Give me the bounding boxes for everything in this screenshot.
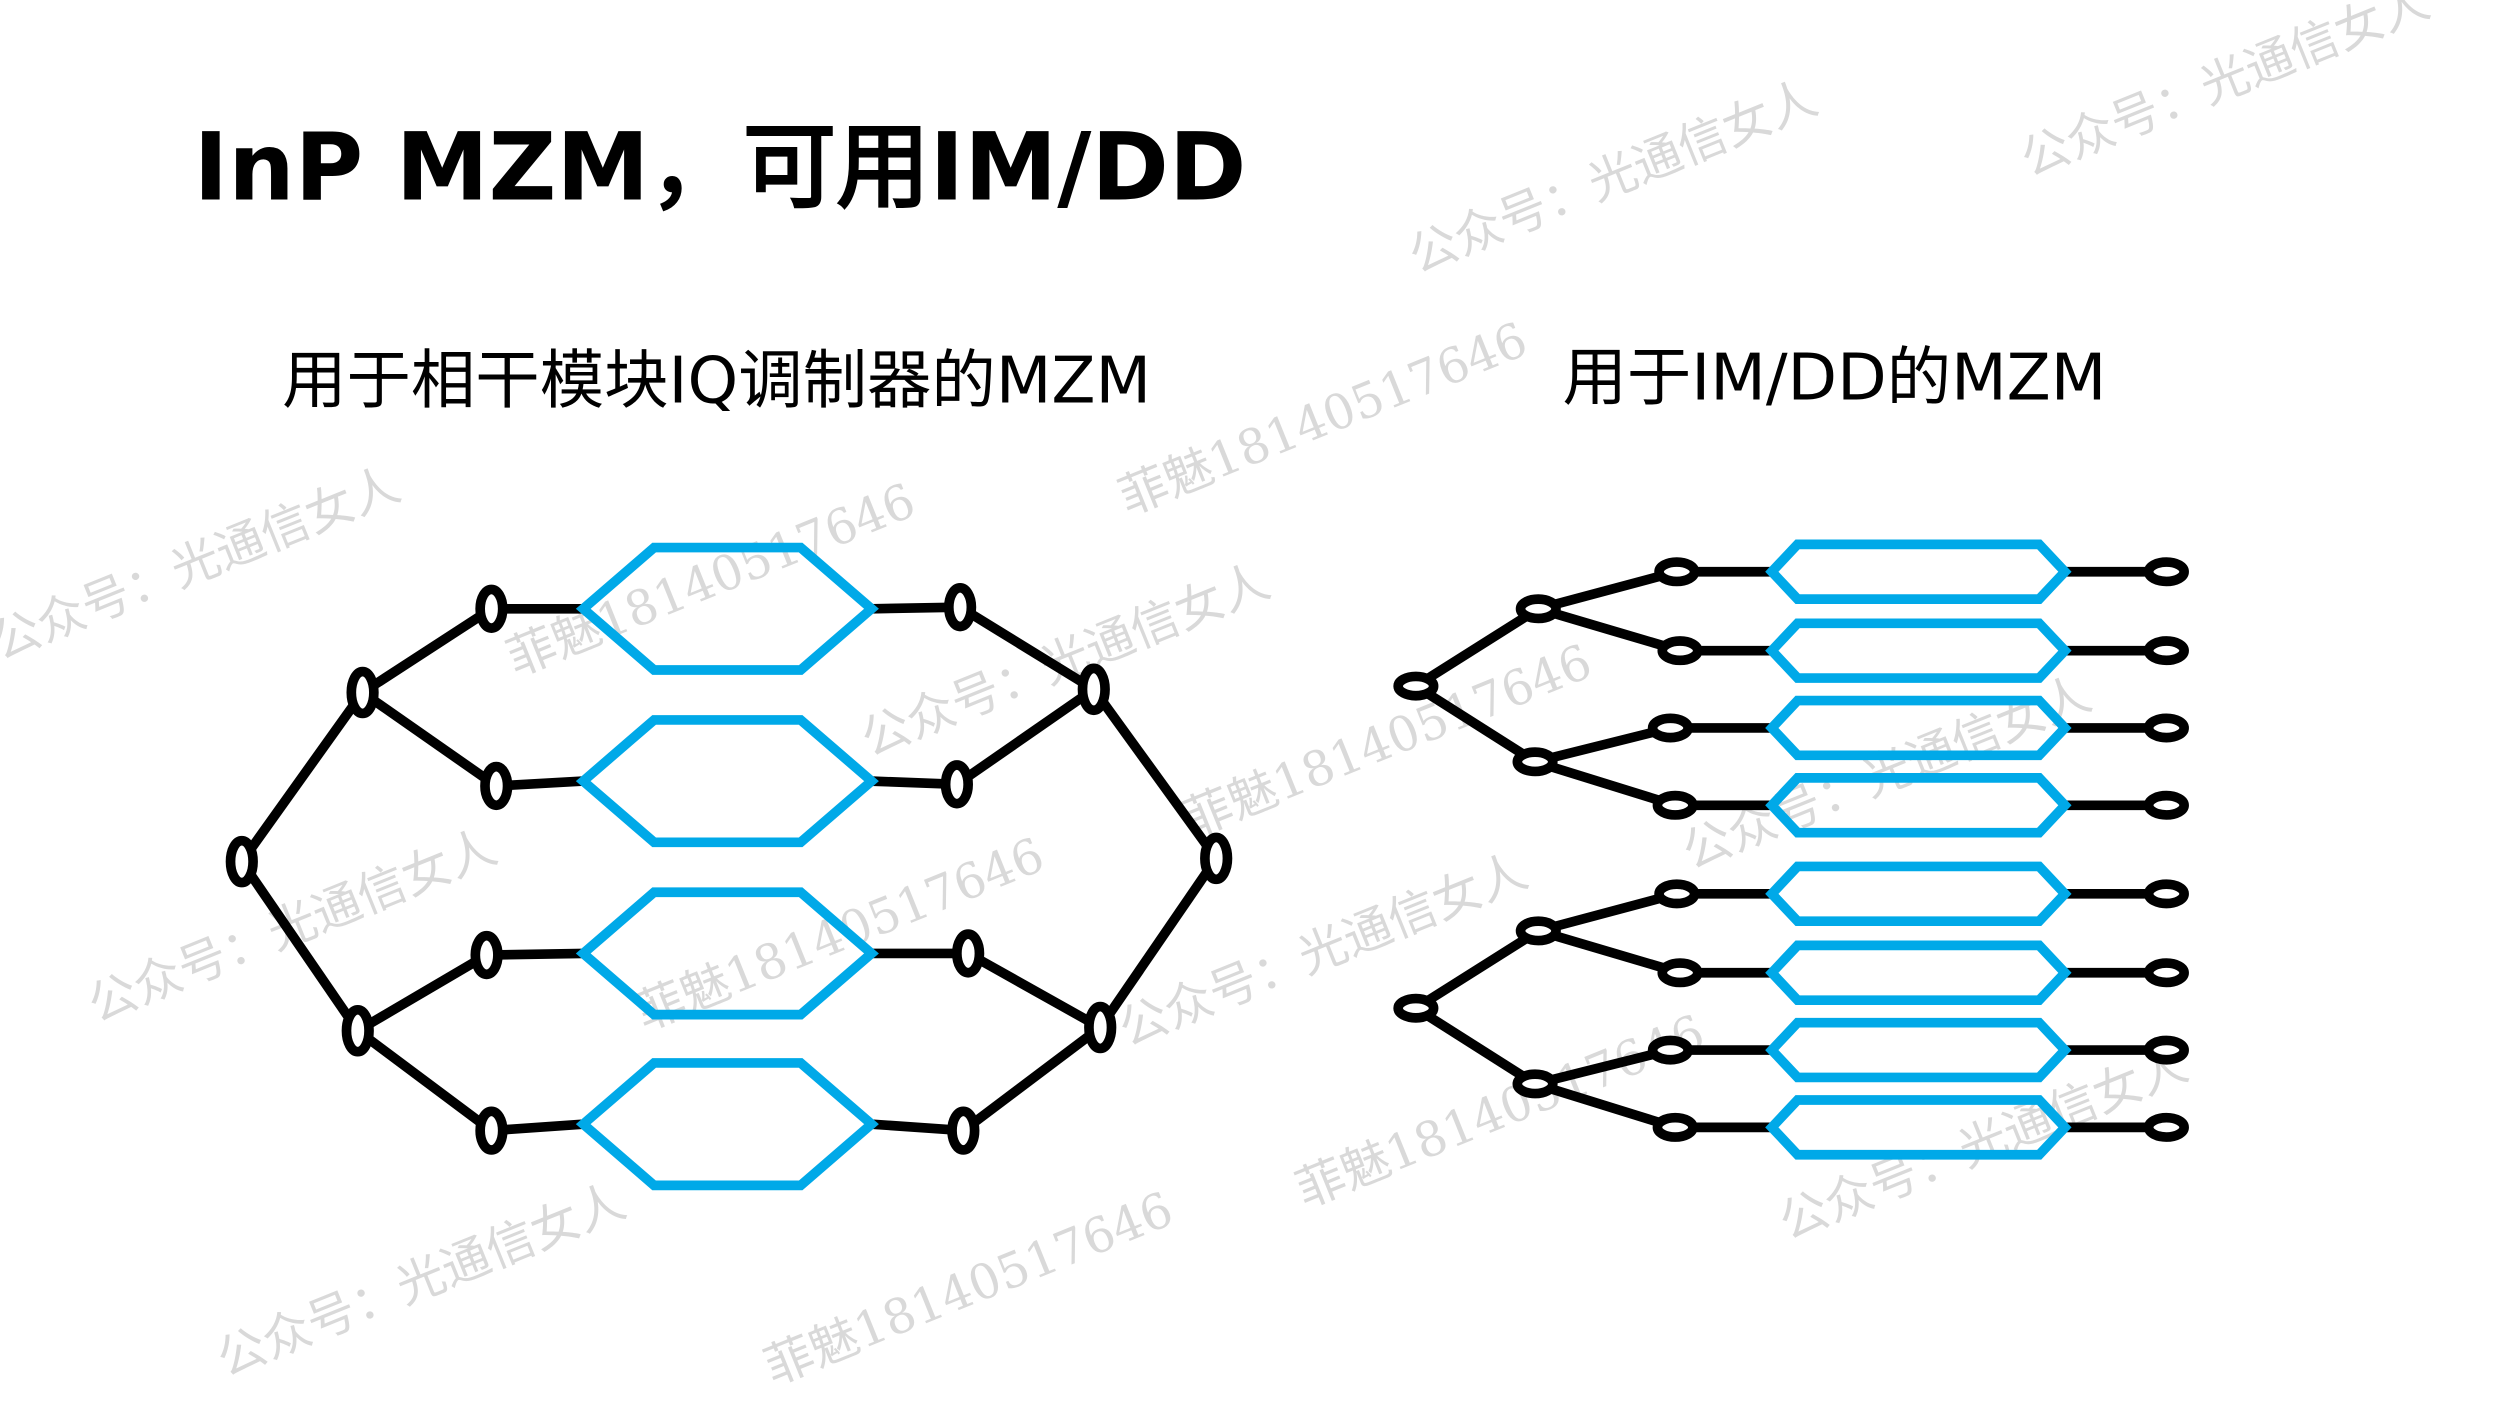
waveguide-line	[965, 949, 1103, 1032]
waveguide-line	[355, 950, 490, 1035]
mzm-phase-section	[575, 1058, 879, 1191]
y-junction-node	[1084, 1001, 1117, 1054]
watermark-text: 公众号：光通信女人	[1401, 70, 1825, 285]
mzm-phase-section	[1765, 1017, 2072, 1083]
mzm-phase-section	[1765, 618, 2072, 683]
y-junction-node	[1393, 671, 1439, 701]
y-junction-node	[1652, 790, 1698, 820]
y-junction-node	[475, 584, 508, 633]
watermark-text: 菲魅18140517646	[628, 827, 1052, 1042]
waveguide-line	[1413, 604, 1541, 691]
waveguide-line	[359, 688, 500, 790]
waveguide-line	[1536, 604, 1682, 656]
waveguide-line	[1413, 1004, 1538, 1088]
waveguide-line	[1533, 1045, 1672, 1089]
y-junction-node	[1077, 663, 1110, 716]
waveguide-line	[1537, 567, 1679, 614]
waveguide-line	[1533, 757, 1677, 810]
y-junction-node	[470, 930, 503, 980]
waveguide-line	[1089, 686, 1221, 862]
mzm-phase-section	[1765, 773, 2072, 838]
slide-title: InP MZM，可用IM/DD	[193, 114, 1246, 223]
mzm-phase-section	[575, 715, 879, 848]
waveguide-line	[359, 604, 495, 697]
y-junction-node	[1393, 993, 1439, 1023]
y-junction-node	[952, 929, 985, 978]
left-diagram-caption: 用于相干模块IQ调制器的MZM	[282, 344, 1151, 419]
y-junction-node	[1652, 1112, 1698, 1142]
watermark-text: 菲魅18140517646	[1176, 634, 1600, 849]
waveguide-line	[1413, 682, 1538, 766]
y-junction-node	[2143, 713, 2189, 743]
waveguide-line	[1536, 926, 1682, 978]
y-junction-node	[2143, 879, 2189, 909]
mzm-phase-section	[1765, 695, 2072, 761]
y-junction-node	[2143, 790, 2189, 820]
right-diagram-caption: 用于IM/DD的MZM	[1562, 340, 2106, 415]
y-junction-node	[225, 835, 258, 888]
waveguide-line	[1533, 723, 1672, 767]
watermark-text: 菲魅18140517646	[757, 1181, 1181, 1396]
y-junction-node	[341, 1004, 374, 1057]
watermark-text: 公众号：光通信女人	[1771, 1036, 2195, 1251]
y-junction-node	[1654, 879, 1700, 909]
watermark-text: 菲魅18140517646	[1111, 312, 1535, 527]
y-junction-node	[1512, 1069, 1558, 1099]
y-junction-node	[1654, 557, 1700, 587]
iq-modulator-diagram	[225, 542, 1233, 1191]
waveguide-line	[486, 948, 584, 960]
waveguide-line	[1413, 926, 1541, 1013]
waveguide-line	[237, 858, 362, 1034]
waveguide-line	[1533, 1079, 1677, 1132]
y-junction-node	[1657, 958, 1703, 988]
y-junction-node	[1512, 747, 1558, 777]
y-junction-node	[940, 760, 973, 809]
y-junction-node	[2143, 1112, 2189, 1142]
mzm-phase-section	[575, 542, 879, 675]
waveguide-line	[957, 603, 1097, 694]
y-junction-node	[2143, 557, 2189, 587]
watermark-text: 公众号：光通信女人	[80, 819, 504, 1034]
mzm-phase-section	[575, 887, 879, 1020]
watermark-text: 菲魅18140517646	[499, 473, 923, 688]
watermark-text: 公众号：光通信女人	[2013, 0, 2437, 188]
y-junction-node	[947, 1106, 980, 1155]
y-junction-node	[2143, 1035, 2189, 1065]
watermark-text: 公众号：光通信女人	[853, 553, 1277, 768]
y-junction-node	[475, 1106, 508, 1155]
watermark-text: 菲魅18140517646	[1288, 1004, 1712, 1219]
y-junction-node	[1515, 916, 1561, 946]
imdd-mzm-array-diagram	[1393, 539, 2189, 1160]
y-junction-node	[2143, 958, 2189, 988]
waveguide-line	[960, 1023, 1104, 1135]
mzm-phase-section	[1765, 1095, 2072, 1160]
y-junction-node	[1647, 1035, 1693, 1065]
watermark-text: 公众号：光通信女人	[0, 457, 408, 672]
waveguide-line	[237, 689, 367, 865]
y-junction-node	[943, 583, 977, 632]
waveguide-line	[354, 1026, 495, 1135]
y-junction-node	[346, 666, 379, 719]
y-junction-node	[1515, 594, 1561, 624]
waveguide-line	[1096, 855, 1221, 1031]
y-junction-node	[2143, 636, 2189, 666]
mzm-phase-section	[1765, 861, 2072, 927]
y-junction-node	[1200, 832, 1233, 885]
waveguide-line	[1537, 889, 1679, 936]
watermark-text: 公众号：光通信女人	[1111, 843, 1535, 1058]
y-junction-node	[1647, 713, 1693, 743]
waveguide-line	[954, 685, 1097, 789]
mzm-phase-section	[1765, 539, 2072, 604]
watermark-text: 公众号：光通信女人	[209, 1173, 633, 1388]
y-junction-node	[1657, 636, 1703, 666]
y-junction-node	[480, 761, 513, 811]
mzm-phase-section	[1765, 940, 2072, 1005]
